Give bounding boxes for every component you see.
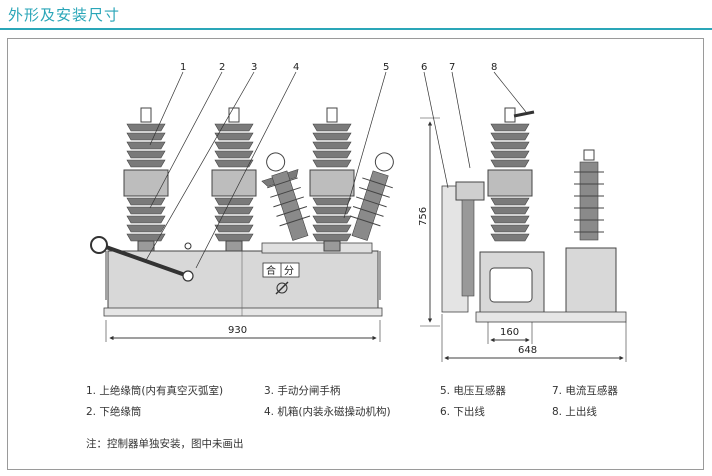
pole-1 — [123, 107, 169, 252]
manual-trip-handle — [105, 245, 189, 278]
callout-3: 3 — [251, 62, 257, 73]
side-view: 756 160 648 6 7 8 — [418, 62, 627, 362]
legend-item-2: 2. 下绝缘筒 — [86, 406, 142, 418]
callout-8: 8 — [491, 62, 497, 73]
callout-2: 2 — [219, 62, 225, 73]
legend-item-1: 1. 上绝缘筒(内有真空灭弧室) — [86, 385, 224, 397]
side-voltage-transformer — [579, 161, 599, 241]
title-underline — [0, 28, 712, 30]
callout-6: 6 — [421, 62, 427, 73]
page-title: 外形及安装尺寸 — [8, 6, 121, 24]
legend-item-5: 5. 电压互感器 — [440, 385, 506, 397]
base-plate — [103, 307, 383, 317]
pole-3 — [309, 107, 355, 252]
legend-item-8: 8. 上出线 — [552, 406, 597, 418]
callout-7: 7 — [449, 62, 455, 73]
mechanism-box — [107, 250, 379, 314]
legend-item-6: 6. 下出线 — [440, 406, 485, 418]
pole-2 — [211, 107, 257, 252]
installation-note: 注：控制器单独安装，图中未画出 — [86, 438, 244, 450]
diagram-frame — [7, 38, 704, 470]
dim-side-height: 756 — [418, 207, 429, 226]
voltage-transformer-left — [261, 152, 311, 241]
dim-side-inner: 160 — [500, 327, 519, 338]
callout-5: 5 — [383, 62, 389, 73]
handle-ring — [90, 236, 108, 254]
legend-item-3: 3. 手动分闸手柄 — [264, 385, 341, 397]
voltage-transformer-right — [349, 152, 394, 241]
callout-4: 4 — [293, 62, 299, 73]
close-label: 合 — [266, 264, 276, 277]
legend-item-4: 4. 机箱(内装永磁操动机构) — [264, 406, 391, 418]
open-label: 分 — [284, 265, 294, 277]
dim-side-width: 648 — [518, 345, 537, 356]
callout-1: 1 — [180, 62, 186, 73]
front-view: 合 分 — [90, 62, 394, 342]
current-transformer-cable — [461, 199, 475, 297]
legend-item-7: 7. 电流互感器 — [552, 385, 618, 397]
dim-front-width: 930 — [228, 325, 247, 336]
